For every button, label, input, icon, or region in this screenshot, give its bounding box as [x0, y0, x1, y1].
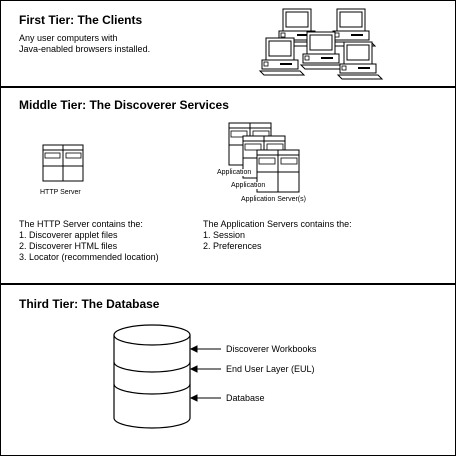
third-tier-title: Third Tier: The Database: [19, 297, 160, 311]
http-server-contents: The HTTP Server contains the: 1. Discove…: [19, 219, 159, 263]
list-item: 1. Discoverer applet files: [19, 230, 118, 240]
list-item: 2. Preferences: [203, 241, 262, 251]
application-server-contents-list: 1. Session 2. Preferences: [203, 230, 352, 252]
http-server-contents-title: The HTTP Server contains the:: [19, 219, 143, 229]
application-server-contents-title: The Application Servers contains the:: [203, 219, 352, 229]
list-item: 1. Session: [203, 230, 246, 240]
first-tier-description-line: Any user computers with: [19, 33, 118, 43]
application-server-contents: The Application Servers contains the: 1.…: [203, 219, 352, 252]
first-tier-title: First Tier: The Clients: [19, 13, 143, 27]
end-user-layer-label: End User Layer (EUL): [226, 364, 315, 374]
first-tier-description-line: Java-enabled browsers installed.: [19, 44, 151, 54]
discoverer-workbooks-label: Discoverer Workbooks: [226, 344, 317, 354]
application-servers-label: Application Server(s): [241, 196, 306, 203]
application-server-label: Application: [231, 182, 266, 189]
http-server-icon: [42, 144, 84, 182]
tier-divider: [0, 283, 456, 285]
tier-divider: [0, 86, 456, 88]
pointer-arrow: [189, 345, 221, 353]
database-cylinder-icon: [113, 324, 191, 429]
first-tier-description: Any user computers with Java-enabled bro…: [19, 33, 150, 55]
application-server-label: Application: [217, 169, 252, 176]
list-item: 2. Discoverer HTML files: [19, 241, 118, 251]
pointer-arrow: [189, 394, 221, 402]
list-item: 3. Locator (recommended location): [19, 252, 159, 262]
http-server-contents-list: 1. Discoverer applet files 2. Discoverer…: [19, 230, 159, 263]
middle-tier-title: Middle Tier: The Discoverer Services: [19, 98, 229, 112]
http-server-label: HTTP Server: [40, 189, 81, 196]
database-label: Database: [226, 393, 265, 403]
pointer-arrow: [189, 365, 221, 373]
